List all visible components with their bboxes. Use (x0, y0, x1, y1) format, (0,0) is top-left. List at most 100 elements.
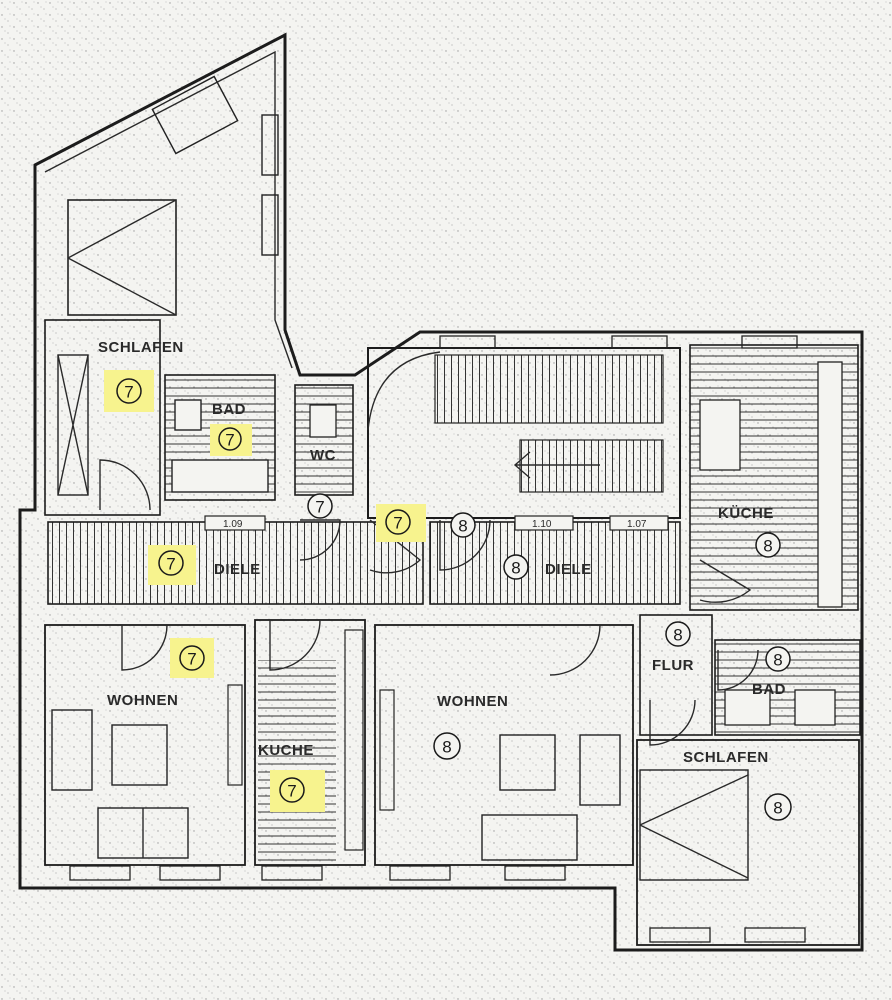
kuche-7-counter (344, 629, 364, 851)
door-schlafen-8 (649, 699, 696, 746)
unit-7-marker-wc: 7 (307, 493, 333, 519)
window-bottom-7 (744, 927, 806, 943)
wc-room (294, 384, 354, 496)
unit-8-marker-wohnen: 8 (433, 732, 461, 760)
dimension-box-1-09 (204, 515, 266, 531)
bath-7-tub (171, 459, 269, 493)
unit-7-number: 7 (187, 650, 196, 669)
window-bottom-3 (261, 865, 323, 881)
door-kuche-7 (269, 619, 321, 671)
dimension-1-10: 1.10 (532, 519, 552, 530)
wohnen-8-room (374, 624, 634, 866)
stair-curve (367, 351, 441, 431)
outer-wall (18, 32, 864, 952)
label-kuche-7: KUCHE (258, 742, 314, 759)
window-bottom-5 (504, 865, 566, 881)
unit-7-marker-schlafen: 7 (104, 370, 154, 412)
window-7-b (261, 194, 279, 256)
unit-7-marker-kuche: 7 (270, 770, 325, 812)
unit-7-number: 7 (166, 555, 175, 574)
window-bottom-2 (159, 865, 221, 881)
unit-7-number: 7 (124, 383, 133, 402)
kuche-8-table (699, 399, 741, 471)
unit-8-marker-bad: 8 (765, 646, 791, 672)
label-bad-8: BAD (752, 681, 786, 698)
window-top-1 (439, 335, 496, 349)
door-entry-8 (439, 519, 491, 571)
door-wc (299, 519, 341, 561)
kuche-8-cabinets (817, 361, 843, 608)
door-wohnen-7 (121, 624, 168, 671)
unit-8-number: 8 (673, 626, 682, 645)
label-schlafen-7: SCHLAFEN (98, 339, 184, 356)
unit-8-number: 8 (458, 517, 467, 536)
unit-7-marker-entry: 7 (376, 504, 426, 542)
door-wohnen-8 (549, 624, 601, 676)
label-diele-8: DIELE (545, 561, 592, 578)
kuche-7-floor (258, 660, 336, 865)
wc-toilet (309, 404, 337, 438)
door-schlafen-7 (99, 459, 151, 511)
door-kuche-8 (699, 559, 752, 603)
dimension-box-1-10 (514, 515, 574, 531)
unit-7-number: 7 (225, 431, 234, 450)
diele-right-floor (429, 521, 681, 605)
armchair-8 (579, 734, 621, 806)
inner-outline (44, 50, 293, 369)
stair-arrow (513, 451, 600, 479)
label-schlafen-8: SCHLAFEN (683, 749, 769, 766)
unit-7-marker-wohnen: 7 (170, 638, 214, 678)
label-bad-7: BAD (212, 401, 246, 418)
label-wohnen-7: WOHNEN (107, 692, 178, 709)
window-7-a (261, 114, 279, 176)
shelf-7 (227, 684, 243, 786)
unit-8-number: 8 (773, 651, 782, 670)
bath-8-sink (794, 689, 836, 726)
dimension-box-1-07 (609, 515, 669, 531)
unit-8-number: 8 (763, 537, 772, 556)
bath-8-tub (724, 689, 771, 726)
unit-7-number: 7 (393, 514, 402, 533)
label-kuche-8: KÜCHE (718, 505, 774, 522)
wardrobe-7 (57, 354, 89, 496)
window-bottom-6 (649, 927, 711, 943)
bed-7-cross (67, 199, 177, 316)
table-7 (111, 724, 168, 786)
diele-left-floor (47, 521, 424, 605)
label-flur-8: FLUR (652, 657, 694, 674)
unit-8-marker-kuche: 8 (755, 532, 781, 558)
unit-8-marker-schlafen: 8 (764, 793, 792, 821)
unit-7-number: 7 (287, 782, 296, 801)
unit-7-marker-diele: 7 (148, 545, 196, 585)
stairs-upper (434, 354, 664, 424)
unit-8-marker-diele: 8 (503, 554, 529, 580)
schlafen-8-room (636, 739, 860, 946)
desk-7 (151, 75, 239, 155)
unit-8-number: 8 (511, 559, 520, 578)
label-wohnen-8: WOHNEN (437, 693, 508, 710)
sofa-8 (481, 814, 578, 861)
flur-8-room (639, 614, 713, 736)
dimension-1-07: 1.07 (627, 519, 647, 530)
label-diele-7: DIELE (214, 561, 261, 578)
unit-8-marker-flur: 8 (665, 621, 691, 647)
unit-8-marker-entry: 8 (450, 512, 476, 538)
window-bottom-4 (389, 865, 451, 881)
unit-7-number: 7 (315, 498, 324, 517)
door-bad-8 (717, 649, 759, 691)
wardrobe-7-cross (57, 354, 89, 496)
dimension-1-09: 1.09 (223, 519, 243, 530)
bath-7-sink (174, 399, 202, 431)
window-top-2 (611, 335, 668, 349)
unit-8-number: 8 (442, 738, 451, 757)
bed-8-cross (639, 774, 749, 879)
wohnen-7-room (44, 624, 246, 866)
shelf-8 (379, 689, 395, 811)
unit-7-marker-bad: 7 (210, 424, 252, 456)
unit-8-number: 8 (773, 799, 782, 818)
armchair-7 (51, 709, 93, 791)
label-wc: WC (310, 447, 336, 464)
table-8 (499, 734, 556, 791)
window-bottom-1 (69, 865, 131, 881)
window-top-3 (741, 335, 798, 349)
